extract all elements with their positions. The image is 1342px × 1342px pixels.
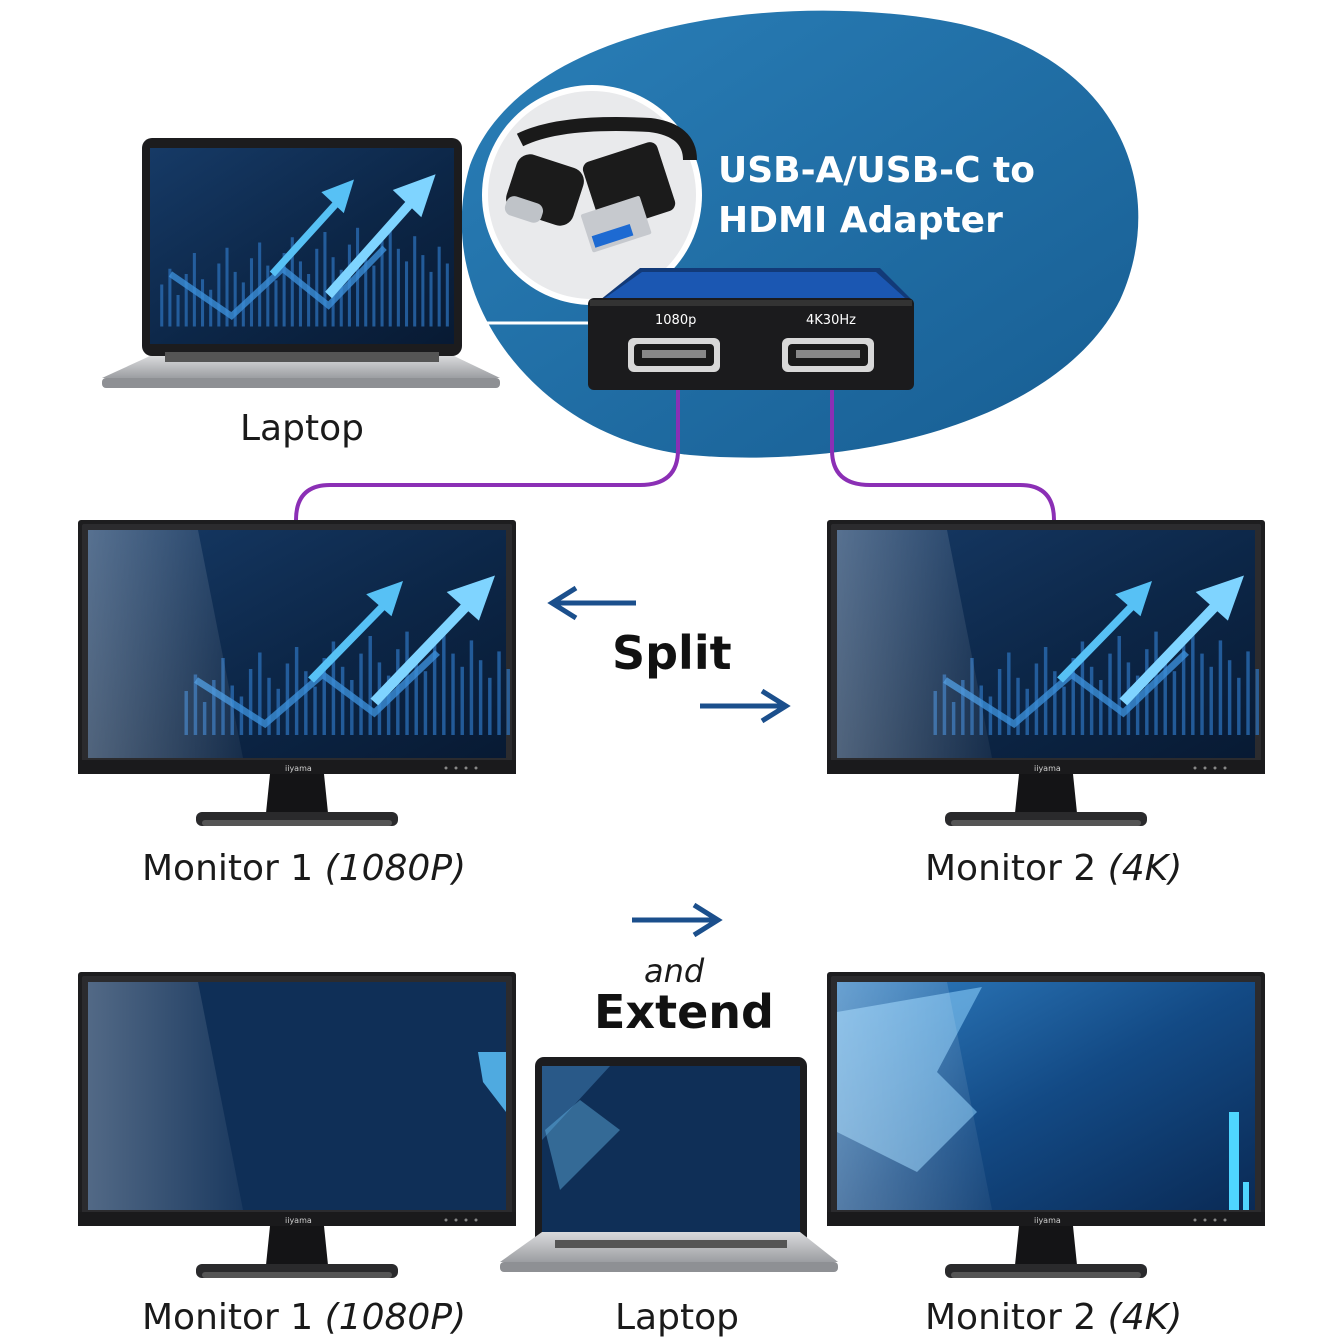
hdmi-cable-2 — [830, 390, 1056, 521]
monitor-resolution: (4K) — [1107, 1297, 1183, 1338]
split-monitor-1-label: Monitor 1 (1080P) — [142, 848, 466, 889]
top-laptop-label: Laptop — [240, 408, 364, 449]
extend-laptop-label: Laptop — [615, 1297, 739, 1338]
extend-title: Extend — [594, 985, 774, 1039]
split-monitor-2-device — [827, 520, 1265, 826]
adapter-title-line1: USB-A/USB-C to — [718, 150, 1035, 191]
monitor-brand: iiyama — [1034, 1216, 1061, 1225]
and-text: and — [644, 952, 705, 990]
monitor-resolution: (1080P) — [324, 848, 467, 889]
split-arrows-icon — [547, 585, 791, 724]
monitor-resolution: (1080P) — [324, 1297, 467, 1338]
port1-label: 1080p — [655, 313, 697, 328]
split-title: Split — [612, 626, 732, 680]
monitor-name: Monitor 1 — [142, 848, 314, 889]
monitor-brand: iiyama — [1034, 764, 1061, 773]
split-monitor-1-device — [78, 520, 516, 826]
adapter-title: USB-A/USB-C to HDMI Adapter — [718, 146, 1035, 246]
extend-monitor-2-label: Monitor 2 (4K) — [925, 1297, 1182, 1338]
monitor-resolution: (4K) — [1107, 848, 1183, 889]
monitor-brand: iiyama — [285, 1216, 312, 1225]
top-laptop-device — [102, 138, 500, 388]
monitor-brand: iiyama — [285, 764, 312, 773]
extend-laptop-device — [500, 1057, 838, 1272]
monitor-name: Monitor 1 — [142, 1297, 314, 1338]
monitor-name: Monitor 2 — [925, 1297, 1097, 1338]
extend-monitor-1-device — [78, 972, 516, 1278]
adapter-title-line2: HDMI Adapter — [718, 200, 1003, 241]
adapter-device — [588, 268, 914, 390]
extend-monitor-1-label: Monitor 1 (1080P) — [142, 1297, 466, 1338]
extend-arrow-icon — [632, 902, 723, 938]
usb-plugs-icon — [504, 117, 697, 253]
port2-label: 4K30Hz — [806, 313, 856, 328]
monitor-name: Monitor 2 — [925, 848, 1097, 889]
extend-monitor-2-device — [827, 972, 1265, 1278]
split-monitor-2-label: Monitor 2 (4K) — [925, 848, 1182, 889]
hdmi-cable-1 — [294, 390, 680, 521]
